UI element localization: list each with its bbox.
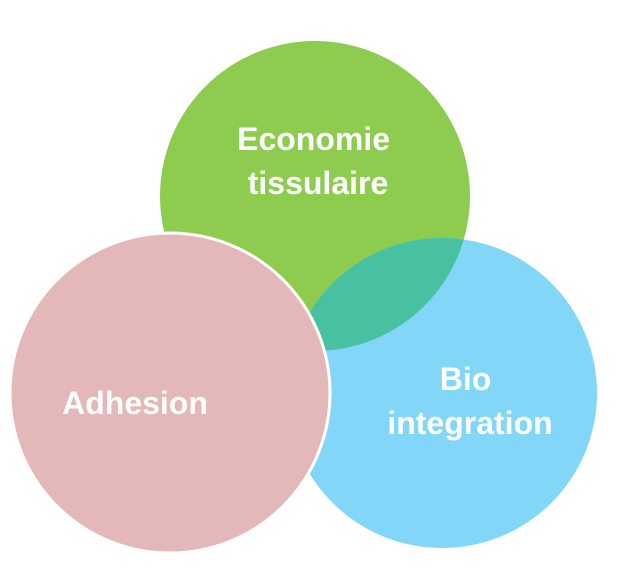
overlap-top-right xyxy=(287,238,470,351)
label-economie-tissulaire: Economie tissulaire xyxy=(237,121,399,201)
label-bio-line-1: Bio xyxy=(440,361,492,397)
circle-adhesion xyxy=(10,233,330,553)
circle-adhesion-outline xyxy=(8,231,332,555)
label-adhesion: Adhesion xyxy=(62,385,208,421)
label-economie-line-1: Economie xyxy=(237,121,390,157)
label-adhesion-line-1: Adhesion xyxy=(62,385,208,421)
label-bio-integration: Bio integration xyxy=(387,361,552,441)
label-economie-line-2: tissulaire xyxy=(248,165,389,201)
label-bio-line-2: integration xyxy=(387,405,552,441)
